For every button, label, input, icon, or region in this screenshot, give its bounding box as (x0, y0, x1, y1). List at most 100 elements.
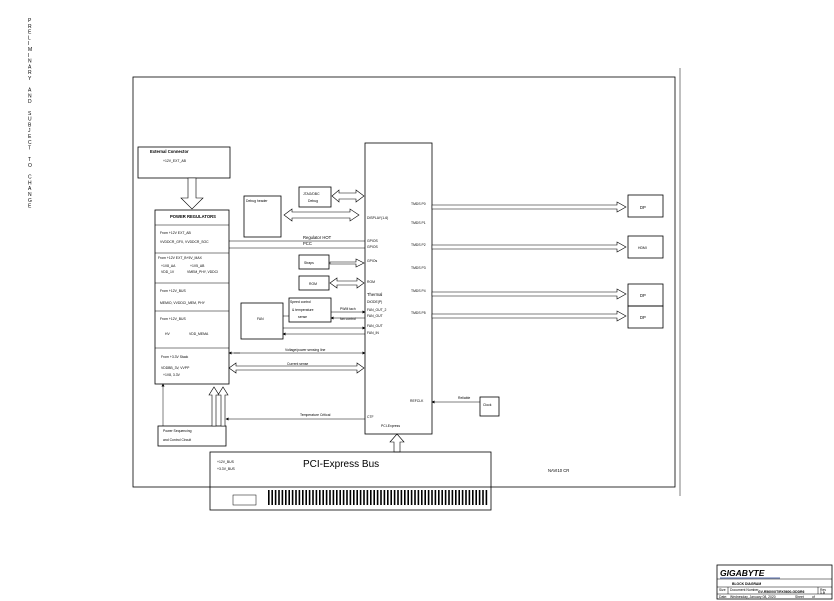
gpu-port-rom: ROM (367, 280, 375, 284)
pcie-finger (444, 490, 447, 505)
pcie-finger (359, 490, 362, 505)
doc-title: BLOCK DIAGRAM (732, 582, 761, 586)
pcie-finger (421, 490, 423, 505)
pcie-finger (448, 490, 450, 505)
gpu-port-ctf: CTF (367, 415, 374, 419)
tmds-p0-label: TMDS P0 (411, 202, 426, 206)
chip-label: NAVI10 CR (548, 468, 569, 473)
pcie-bus-title: PCI-Express Bus (303, 459, 379, 470)
gpu-port-gpio3: GPIOs (367, 259, 377, 263)
doc-number-label: Document Number (730, 588, 759, 592)
pcie-finger (274, 490, 277, 505)
pcie-finger (465, 490, 467, 505)
hdmi-connector: HDMI (627, 235, 664, 259)
fan-ctrl-label: fan control (340, 317, 356, 321)
pcie-finger (302, 490, 304, 505)
board-frame (132, 76, 676, 488)
pcie-finger (414, 490, 416, 505)
speed-control-line2: & temperature (292, 308, 314, 312)
dp2-link-arrow (431, 288, 627, 300)
gpu-chip-block: DISPLAY(1-6) GPIOS GPIOS GPIOs ROM Therm… (364, 142, 433, 435)
clock-block: Clock (479, 396, 500, 417)
date-label: Date: (719, 595, 727, 599)
fan-label: FAN (257, 317, 264, 321)
temp-critical-label: Temperature Critical (300, 413, 331, 417)
current-sense-arrow (228, 362, 365, 374)
ext-to-power-arrow (180, 177, 204, 210)
pcie-to-seq-arrow-b (217, 386, 229, 427)
power-s2-a: +1V8_AA (161, 264, 176, 268)
tmds-p4-label: TMDS P4 (411, 289, 426, 293)
pcie-finger (363, 490, 365, 505)
jtag-line2: Debug (308, 199, 318, 203)
rev-value: 1.0 (820, 591, 825, 595)
sheet-label: Sheet (795, 595, 804, 599)
pcie-finger (482, 490, 484, 505)
pcie-finger (366, 490, 369, 505)
debug-header-label: Debug header (246, 199, 268, 203)
pcie-finger (397, 490, 399, 505)
gpu-port-gpio: GPIOS (367, 239, 378, 243)
pcie-finger (281, 490, 284, 505)
pcie-key-notch (232, 494, 257, 506)
pcie-finger (308, 490, 311, 505)
pcie-finger (427, 490, 430, 505)
pcie-finger (475, 490, 477, 505)
power-s3-line: MEMIO, VVDDCI_MEM, PHY (160, 301, 206, 305)
rom-label: ROM (309, 282, 317, 286)
power-sensing-label: Voltage/power sensing line (285, 348, 325, 352)
tmds-p5-label: TMDS P5 (411, 311, 426, 315)
fan-pwm-label: PWM tach (340, 307, 356, 311)
clock-arrow-label: Reliable (458, 396, 470, 400)
dp-connector-1: DP (627, 194, 664, 218)
pcie-finger (342, 490, 345, 505)
pcie-finger (478, 490, 481, 505)
pcie-finger (319, 490, 321, 505)
hdmi-link-arrow (431, 241, 627, 253)
pcie-finger (393, 490, 396, 505)
gpu-port-refclk: REFCLK (410, 399, 424, 403)
pcie-finger (434, 490, 437, 505)
power-regulators-block: POWER REGULATORS From +12V EXT_AB VVDDCR… (154, 209, 230, 385)
pcie-finger (291, 490, 294, 505)
gpu-port-thermal2: DIODE(P) (367, 300, 382, 304)
gpu-port-fanout2: FAN_OUT_2 (367, 308, 387, 312)
straps-block: Straps (298, 254, 330, 270)
pcie-to-seq-arrow-a (208, 386, 220, 427)
debug-to-gpu-arrow (283, 208, 360, 222)
dp-connector-3: DP (627, 305, 664, 329)
gpu-port-gpio2: GPIOS (367, 245, 378, 249)
jtag-line1: JTAG/DBC (303, 192, 320, 196)
pcie-finger (407, 490, 409, 505)
power-s2-c: VDD_1V (161, 270, 175, 274)
pcie-finger (278, 490, 280, 505)
pcie-finger (472, 490, 474, 505)
current-sense-label: Current sense (287, 362, 308, 366)
power-s5-title: From +3.3V Stack (161, 355, 189, 359)
pcie-finger (322, 490, 324, 505)
power-s1-line: VVDDCR_GFX, VVDDCR_SOC (160, 240, 209, 244)
dp3-link-arrow (431, 310, 627, 322)
pcie-finger (376, 490, 379, 505)
pcie-finger (387, 490, 389, 505)
pcie-finger (441, 490, 443, 505)
pcie-bus-block: PCI-Express Bus +12V_BUS +3.3V_BUS (209, 451, 492, 511)
straps-arrow (329, 258, 365, 268)
power-s2-b: +1V5_AB (190, 264, 205, 268)
pcie-finger (295, 490, 297, 505)
power-s5-sub: +1V8, 3.3V (163, 373, 181, 377)
dp1-link-arrow (431, 201, 627, 213)
pcie-finger (424, 490, 426, 505)
pcie-finger (383, 490, 386, 505)
pcie-finger (325, 490, 328, 505)
straps-label: Straps (304, 261, 314, 265)
pcie-finger (332, 490, 335, 505)
pcie-finger (390, 490, 392, 505)
size-label: Size (719, 588, 726, 592)
power-s5-line: VDDBB_3V, VVPP (161, 366, 190, 370)
pcie-finger (336, 490, 338, 505)
dp-connector-3-label: DP (640, 315, 646, 320)
pcie-gold-fingers (268, 490, 488, 505)
pcie-bus-note2: +3.3V_BUS (217, 467, 236, 471)
